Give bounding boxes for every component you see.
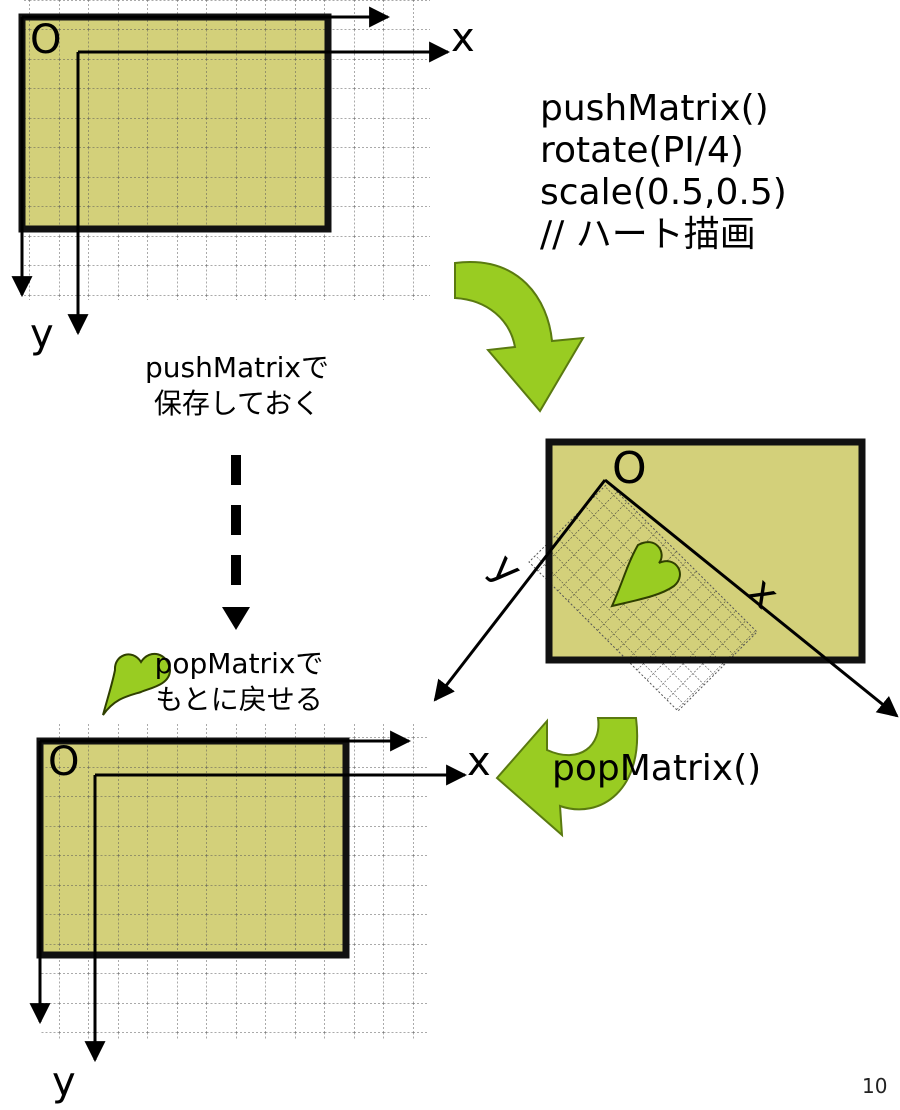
code-line-rotate: rotate(PI/4)	[540, 130, 744, 171]
rotated-y-axis-arrow	[433, 479, 607, 702]
rotated-grid-outline	[528, 482, 758, 712]
push-note-line2: 保存しておく	[153, 387, 321, 420]
curved-arrow-push	[454, 261, 585, 413]
pop-note-line1: popMatrixで	[154, 647, 324, 680]
curved-arrow-pop	[495, 717, 639, 838]
page-number: 10	[862, 1074, 888, 1098]
code-line-comment: // ハート描画	[540, 214, 756, 255]
bottom-diagram	[29, 652, 468, 1063]
bottom-heart	[102, 652, 172, 716]
top-y-axis-label: y	[30, 311, 54, 357]
dashed-arrow-head	[222, 607, 250, 630]
pop-note-line2: もとに戻せる	[155, 683, 323, 716]
code-line-push: pushMatrix()	[540, 88, 769, 129]
bottom-grid	[40, 722, 428, 1040]
bottom-y-axis-label: y	[52, 1059, 76, 1105]
bottom-origin-label: O	[48, 739, 80, 785]
rotated-heart	[610, 541, 681, 608]
pop-note: popMatrixで もとに戻せる	[104, 646, 374, 718]
push-note: pushMatrixで 保存しておく	[102, 350, 372, 422]
rotated-x-axis-arrow	[604, 478, 899, 718]
top-diagram	[11, 0, 451, 336]
pop-call-label: popMatrix()	[552, 748, 762, 789]
push-note-line1: pushMatrixで	[144, 351, 329, 384]
bottom-x-axis-label: x	[467, 739, 491, 785]
top-origin-label: O	[30, 17, 62, 63]
top-x-axis-label: x	[451, 15, 475, 61]
dashed-down-arrow	[222, 455, 250, 630]
top-grid	[22, 0, 430, 300]
rotated-diagram	[433, 438, 899, 718]
code-block: pushMatrix() rotate(PI/4) scale(0.5,0.5)…	[540, 88, 787, 256]
code-line-scale: scale(0.5,0.5)	[540, 172, 787, 213]
rotated-origin-label: O	[612, 443, 647, 494]
